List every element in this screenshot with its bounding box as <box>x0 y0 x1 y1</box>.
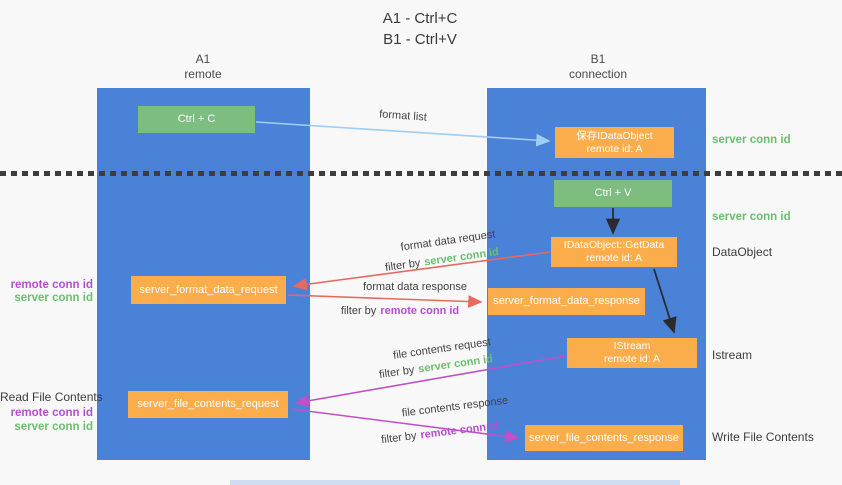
node-ctrl-v-label: Ctrl + V <box>594 187 632 199</box>
dotted-divider <box>0 171 842 176</box>
node-idataobject-getdata-line1: IDataObject::GetData <box>563 239 665 251</box>
annotation-server-conn-id-top: server conn id <box>712 134 791 146</box>
node-server-format-data-request: server_format_data_request <box>131 276 286 304</box>
node-istream-line1: IStream <box>613 340 651 352</box>
node-server-file-contents-request-label: server_file_contents_request <box>137 398 279 410</box>
lane-a1-title: A1 <box>195 52 211 66</box>
node-save-idataobject-line2: remote id: A <box>586 142 643 155</box>
lane-b1-title: B1 <box>590 52 606 66</box>
annotation-dataobject: DataObject <box>712 245 773 259</box>
annotation-write-file-contents: Write File Contents <box>712 430 814 444</box>
node-server-file-contents-request: server_file_contents_request <box>128 391 288 418</box>
diagram-title: A1 - Ctrl+C B1 - Ctrl+V <box>310 8 530 50</box>
node-ctrl-c-label: Ctrl + C <box>177 113 216 125</box>
node-idataobject-getdata-line2: remote id: A <box>585 252 643 264</box>
node-save-idataobject: 保存IDataObject remote id: A <box>555 127 674 158</box>
node-ctrl-c: Ctrl + C <box>138 106 255 133</box>
title-line-1: A1 - Ctrl+C <box>382 10 458 27</box>
title-line-2: B1 - Ctrl+V <box>383 31 457 48</box>
format-data-request-arrow <box>292 251 551 291</box>
node-server-format-data-request-label: server_format_data_request <box>139 283 278 296</box>
node-istream-line2: remote id: A <box>603 353 661 365</box>
annotation-server-conn-id-left-top: server conn id <box>14 292 93 304</box>
node-ctrl-v: Ctrl + V <box>554 180 672 207</box>
lane-header-a1: A1 remote <box>143 52 263 82</box>
annotation-read-file-contents: Read File Contents <box>0 390 103 404</box>
node-istream: IStream remote id: A <box>567 338 697 368</box>
format-list-arrow <box>255 121 551 147</box>
annotation-istream: Istream <box>712 348 753 362</box>
edge-label-format-data-response: format data response <box>363 281 467 293</box>
format-data-response-arrow <box>287 294 483 308</box>
file-contents-response-arrow <box>290 408 520 443</box>
node-server-file-contents-response-label: server_file_contents_response <box>529 431 679 444</box>
annotation-server-conn-id-left-bottom: server conn id <box>14 421 93 433</box>
annotation-remote-conn-id-top: remote conn id <box>10 279 93 291</box>
lane-a1-subtitle: remote <box>184 67 222 81</box>
node-server-format-data-response: server_format_data_response <box>488 288 645 315</box>
node-save-idataobject-line1: 保存IDataObject <box>576 129 653 142</box>
node-idataobject-getdata: IDataObject::GetData remote id: A <box>551 237 677 267</box>
lane-b1-subtitle: connection <box>568 67 628 81</box>
lane-header-b1: B1 connection <box>538 52 658 82</box>
annotation-server-conn-id-mid: server conn id <box>712 211 791 223</box>
node-server-format-data-response-label: server_format_data_response <box>493 295 640 307</box>
annotation-remote-conn-id-bottom: remote conn id <box>10 407 93 419</box>
bottom-scrollbar[interactable] <box>230 480 680 485</box>
getdata-to-istream-arrow <box>653 268 677 334</box>
node-server-file-contents-response: server_file_contents_response <box>525 425 683 451</box>
file-contents-request-arrow <box>294 355 566 408</box>
